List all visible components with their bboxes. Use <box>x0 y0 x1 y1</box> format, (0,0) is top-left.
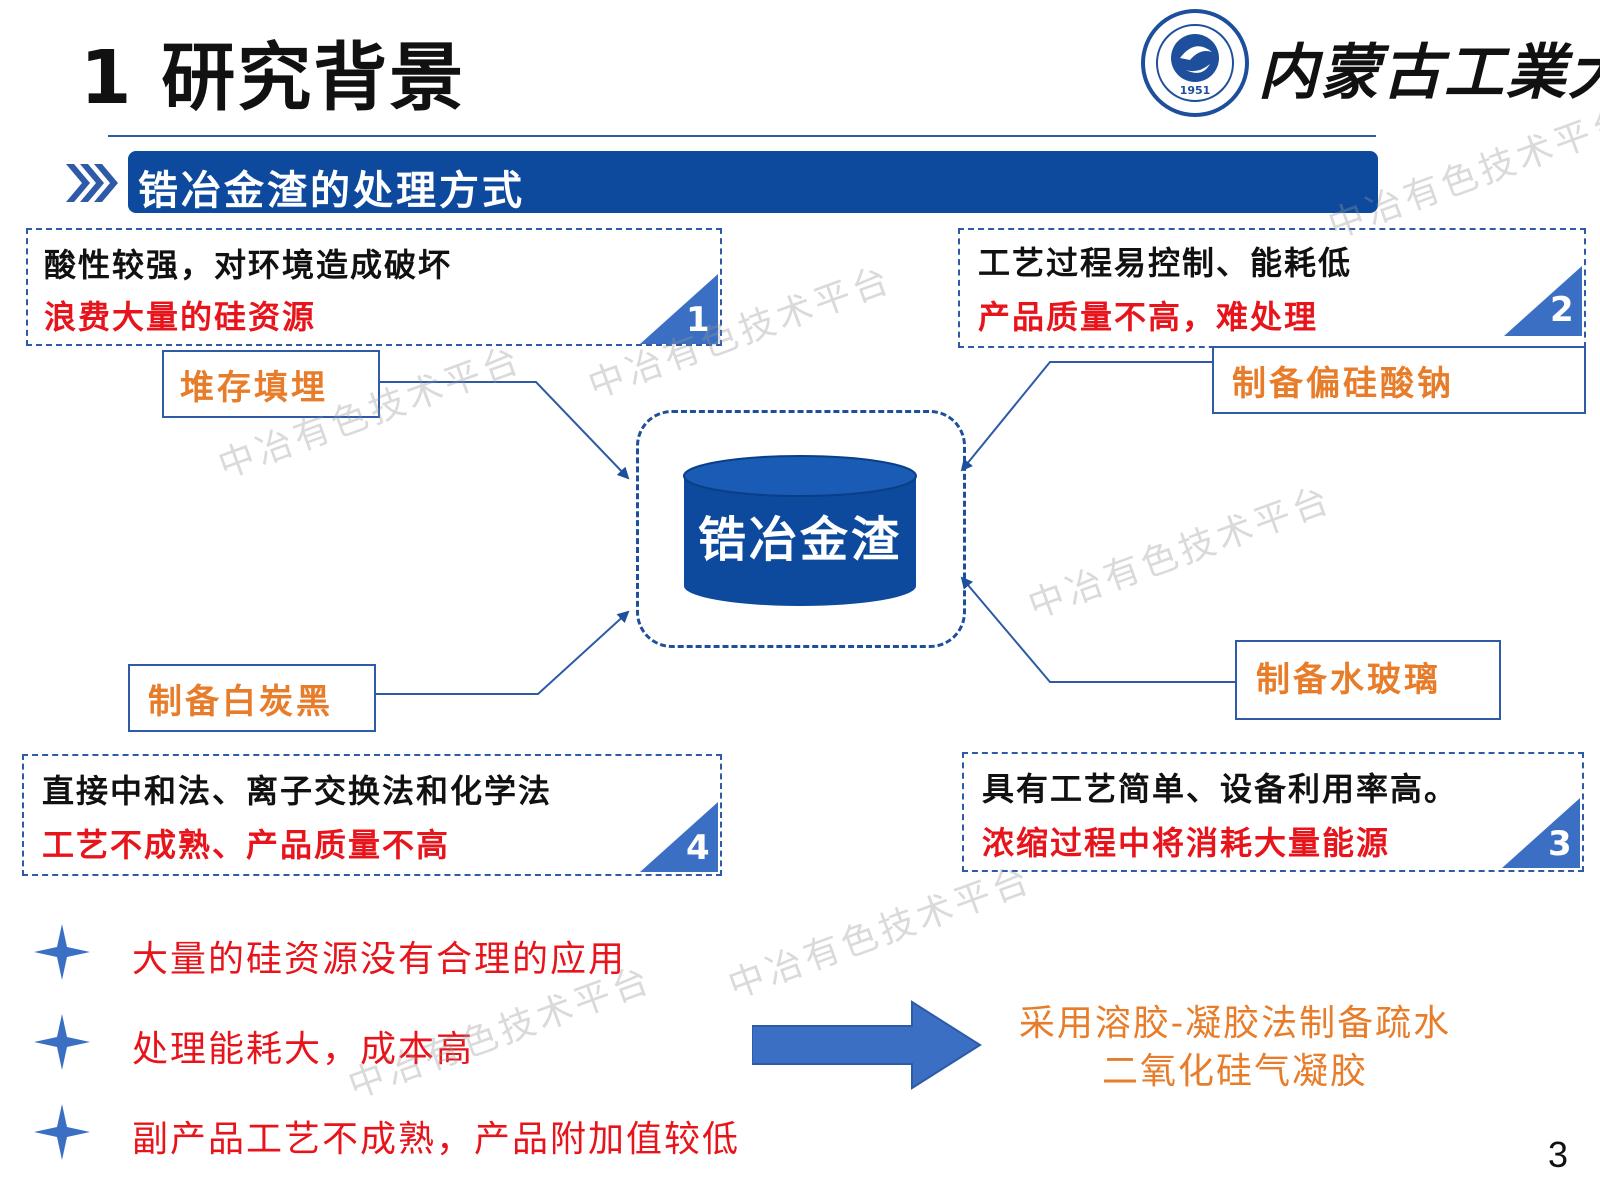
box-2-number: 2 <box>1550 290 1574 330</box>
number-2-badge <box>1504 266 1582 336</box>
box-1-landfill <box>26 228 722 346</box>
box-1-line1: 酸性较强，对环境造成破坏 <box>44 246 453 284</box>
box-2-sodium-metasilicate <box>958 228 1586 348</box>
method-water-glass: 制备水玻璃 <box>1256 660 1441 700</box>
center-label: 锆冶金渣 <box>697 512 902 568</box>
bullet-2: 处理能耗大，成本高 <box>132 1029 475 1070</box>
university-seal-icon: 1951 <box>1141 9 1249 117</box>
conclusion-line2: 二氧化硅气凝胶 <box>1101 1051 1368 1092</box>
page-title: 1 研究背景 <box>80 35 466 121</box>
number-4-badge <box>640 802 718 872</box>
box-4-number: 4 <box>686 828 710 868</box>
database-cylinder-icon <box>683 455 917 606</box>
star-bullet-icon <box>34 924 90 980</box>
section-title: 锆冶金渣的处理方式 <box>138 167 525 214</box>
box-3-line2: 浓缩过程中将消耗大量能源 <box>982 824 1391 862</box>
method-landfill: 堆存填埋 <box>180 368 328 408</box>
method-label-white-carbon-black <box>128 664 376 732</box>
box-3-water-glass <box>962 752 1584 872</box>
star-bullet-icon <box>34 1104 90 1160</box>
conclusion-line1: 采用溶胶-凝胶法制备疏水 <box>1018 1003 1452 1044</box>
box-3-line1: 具有工艺简单、设备利用率高。 <box>982 770 1459 808</box>
page-number: 3 <box>1548 1134 1569 1175</box>
box-1-number: 1 <box>686 300 710 340</box>
number-3-badge <box>1502 798 1580 868</box>
box-4-white-carbon-black <box>22 754 722 876</box>
title-divider <box>108 135 1376 137</box>
box-4-line2: 工艺不成熟、产品质量不高 <box>42 826 451 864</box>
box-2-line2: 产品质量不高，难处理 <box>978 298 1319 336</box>
chevron-right-icon <box>66 164 118 202</box>
box-2-line1: 工艺过程易控制、能耗低 <box>978 244 1353 282</box>
method-sodium-metasilicate: 制备偏硅酸钠 <box>1232 364 1454 404</box>
box-4-line1: 直接中和法、离子交换法和化学法 <box>42 772 553 810</box>
box-3-number: 3 <box>1548 824 1572 864</box>
number-1-badge <box>640 274 718 344</box>
method-white-carbon-black: 制备白炭黑 <box>148 682 333 722</box>
method-label-landfill <box>162 350 380 418</box>
seal-year: 1951 <box>1180 84 1211 97</box>
arrow-right-icon <box>752 1000 982 1090</box>
university-name: 内蒙古工業大學 <box>1258 38 1600 108</box>
bullet-1: 大量的硅资源没有合理的应用 <box>132 939 627 980</box>
star-bullet-icon <box>34 1014 90 1070</box>
section-header-bar <box>128 151 1378 213</box>
method-label-sodium-metasilicate <box>1212 346 1586 414</box>
center-frame <box>636 410 966 648</box>
method-label-water-glass <box>1235 640 1501 720</box>
box-1-line2: 浪费大量的硅资源 <box>44 298 317 336</box>
bullet-3: 副产品工艺不成熟，产品附加值较低 <box>132 1119 741 1160</box>
